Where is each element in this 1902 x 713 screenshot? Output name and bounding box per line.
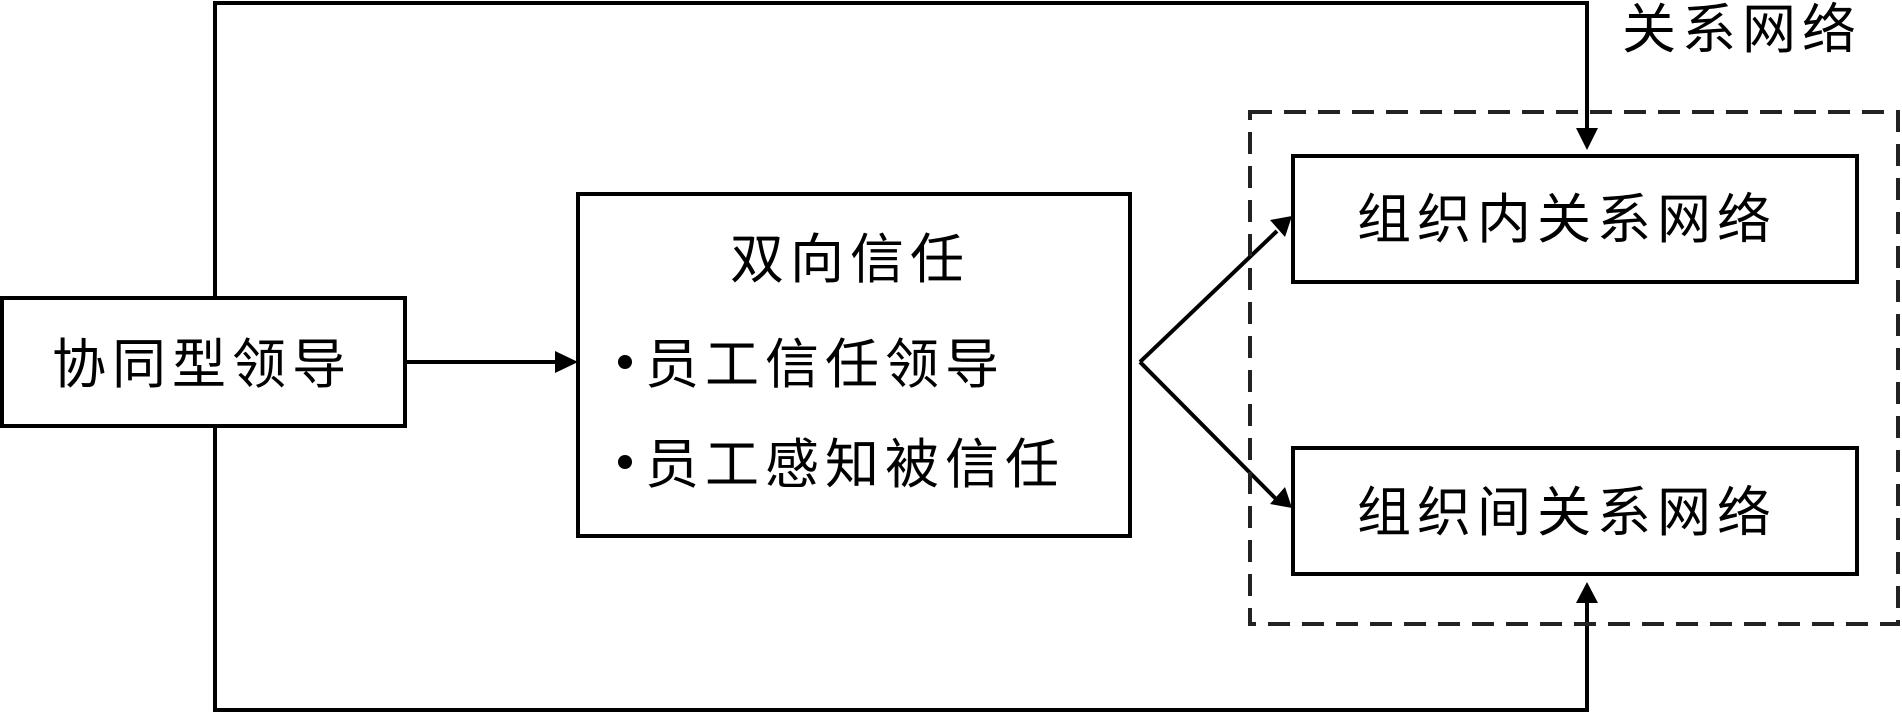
intra-network-box [1291, 154, 1859, 284]
bottom-loop-connector [213, 425, 1589, 712]
inter-network-box [1291, 446, 1859, 576]
intra-network-label: 组织内关系网络 [1357, 188, 1777, 251]
network-group-label: 关系网络 [1622, 0, 1862, 61]
leader-box [0, 296, 407, 428]
leader-to-trust-arrowhead [555, 351, 578, 373]
leader-box-label: 协同型领导 [52, 333, 352, 396]
trust-item-employee-trusts-leader: 员工信任领导 [645, 333, 1005, 396]
trust-item-bullet [618, 455, 632, 469]
trust-item-employee-feels-trusted: 员工感知被信任 [645, 433, 1065, 496]
bottom-loop-arrowhead [1576, 582, 1598, 603]
trust-to-intra-connector [1138, 229, 1279, 364]
trust-box [576, 192, 1132, 538]
trust-box-title: 双向信任 [730, 228, 970, 291]
top-loop-arrowhead [1576, 128, 1598, 150]
network-group-frame [1248, 110, 1900, 626]
trust-item-bullet [618, 355, 632, 369]
trust-to-inter-arrowhead [1270, 487, 1292, 508]
trust-to-inter-connector [1138, 360, 1279, 502]
top-loop-connector [213, 1, 1589, 300]
trust-to-intra-arrowhead [1270, 216, 1292, 237]
inter-network-label: 组织间关系网络 [1357, 481, 1777, 544]
